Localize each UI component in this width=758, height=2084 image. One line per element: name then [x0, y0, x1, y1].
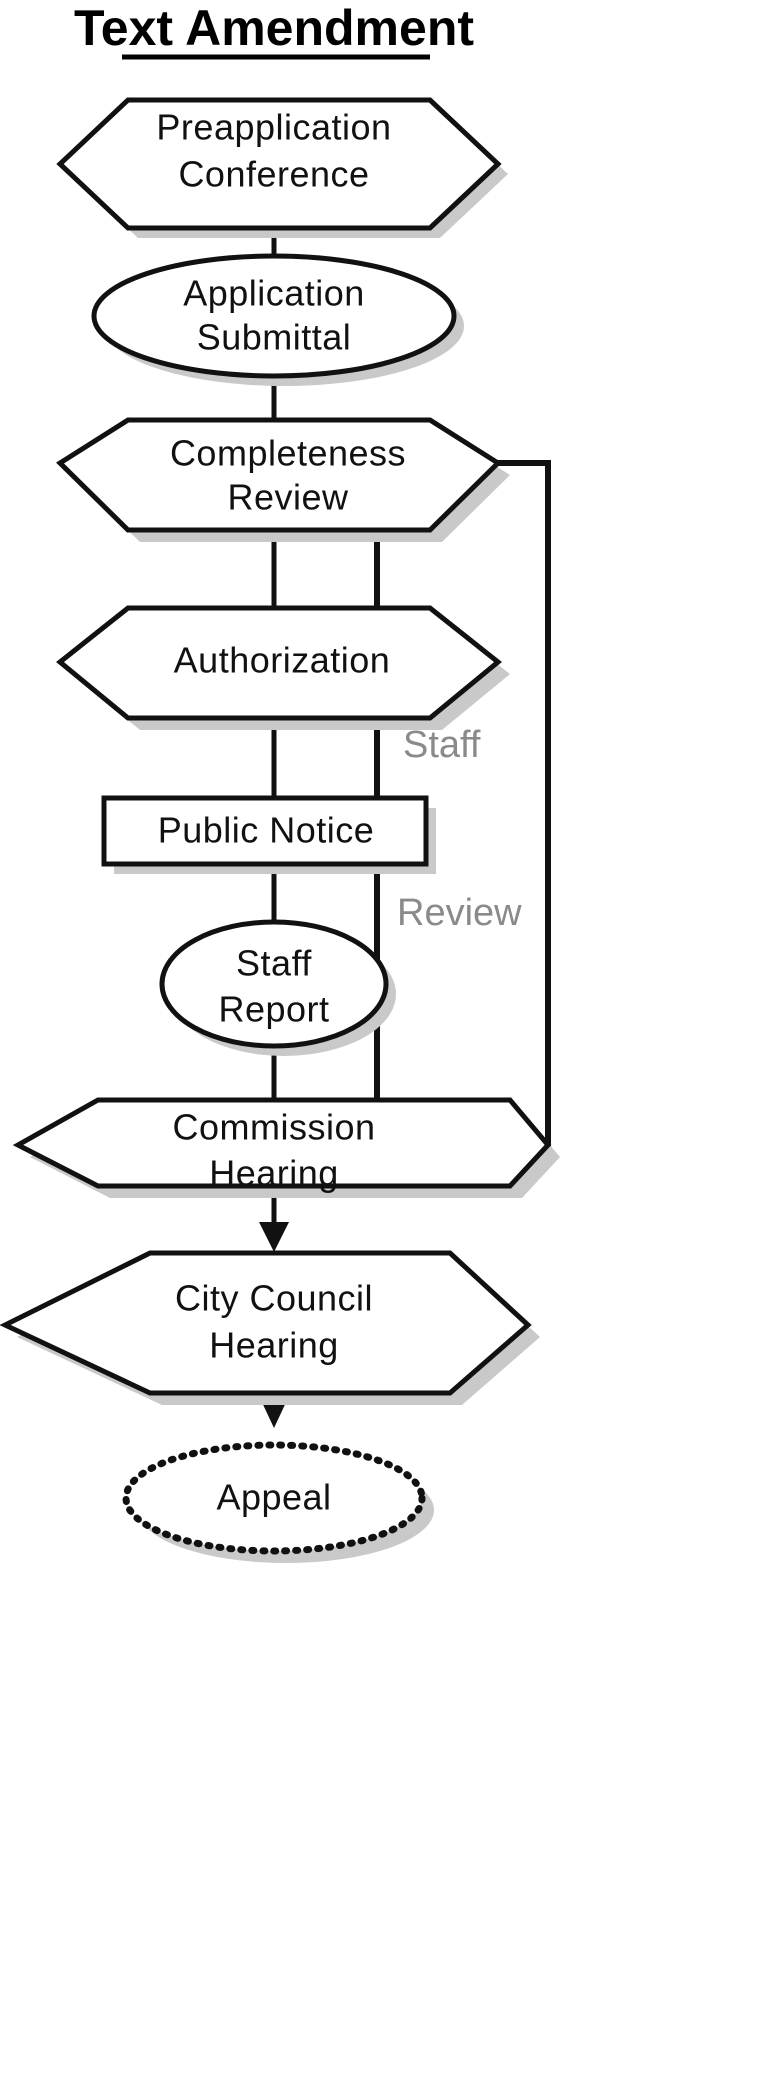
node-city-council-hearing[interactable]: City Council Hearing	[0, 1250, 540, 1405]
commission-hearing-label-line2: Hearing	[209, 1153, 339, 1194]
authorization-shape	[56, 605, 502, 721]
node-staff-report[interactable]: Staff Report	[159, 919, 396, 1056]
page-title: Text Amendment	[74, 0, 474, 56]
application-submittal-label-line2: Submittal	[197, 317, 352, 358]
appeal-shape	[122, 1441, 426, 1555]
staff-review-review-label: Review	[397, 892, 522, 934]
completeness-review-shape	[56, 417, 502, 533]
appeal-label: Appeal	[216, 1477, 331, 1518]
node-appeal[interactable]: Appeal	[122, 1441, 434, 1563]
city-council-hearing-label-line1: City Council	[175, 1278, 373, 1319]
staff-report-shape	[159, 919, 389, 1049]
node-public-notice[interactable]: Public Notice	[101, 795, 436, 874]
application-submittal-shape	[91, 253, 457, 379]
staff-review-staff-label: Staff	[403, 724, 481, 766]
authorization-label: Authorization	[174, 640, 391, 681]
node-authorization[interactable]: Authorization	[56, 605, 510, 730]
city-council-hearing-shape	[0, 1250, 532, 1396]
edge-commission-to-council-arrowhead	[259, 1222, 289, 1252]
public-notice-label: Public Notice	[158, 810, 375, 851]
preapplication-conference-label-line2: Conference	[178, 154, 369, 195]
node-application-submittal[interactable]: Application Submittal	[91, 253, 464, 386]
commission-hearing-shape	[12, 1097, 552, 1189]
node-commission-hearing[interactable]: Commission Hearing	[12, 1097, 560, 1198]
commission-hearing-label-line1: Commission	[172, 1107, 375, 1148]
completeness-review-label-line1: Completeness	[170, 433, 406, 474]
edge-staff-review-outer-loop	[494, 460, 551, 1148]
completeness-review-label-line2: Review	[227, 477, 349, 518]
staff-report-label-line1: Staff	[236, 943, 312, 984]
application-submittal-label-line1: Application	[183, 273, 365, 314]
node-preapplication-conference[interactable]: Preapplication Conference	[56, 97, 508, 238]
page-title-group: Text Amendment	[74, 0, 474, 60]
staff-report-label-line2: Report	[218, 989, 329, 1030]
public-notice-shape	[101, 795, 429, 867]
node-completeness-review[interactable]: Completeness Review	[56, 417, 510, 542]
preapplication-conference-shape	[56, 97, 502, 231]
preapplication-conference-label-line1: Preapplication	[156, 107, 391, 148]
city-council-hearing-label-line2: Hearing	[209, 1325, 339, 1366]
